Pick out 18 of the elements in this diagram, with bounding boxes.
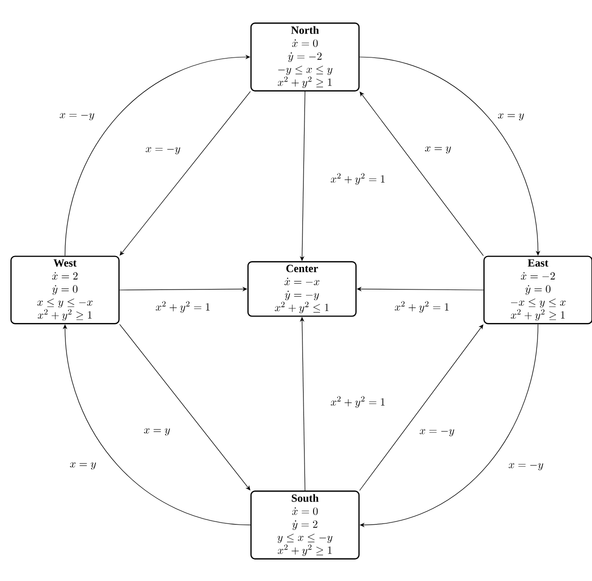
edge-label: $x=-y$ xyxy=(58,110,96,122)
edge-label: $x=y$ xyxy=(68,462,98,470)
edge-label: $x=y$ xyxy=(496,112,526,122)
state-box: North $\dot{x}=0$ $\dot{y}=-2$ $-y\le x\le y$ $x^2+y^2\ge 1$ xyxy=(250,22,360,92)
edge-label: $x=-y$ xyxy=(418,426,456,438)
state-box: South $\dot{x}=0$ $\dot{y}=2$ $y\le x\le -y$ $x^2+y^2\ge 1$ xyxy=(250,490,360,560)
state-box: Center $\dot{x}=-x$ $\dot{y}=-y$ $x^2+y^2\le 1$ xyxy=(247,261,357,317)
edge-label: $x^2+y^2=1$ xyxy=(154,300,212,314)
state-box: West $\dot{x}=2$ $\dot{y}=0$ $x\le y\le -x$ $x^2+y^2\ge 1$ xyxy=(10,256,120,324)
edge-label: $x^2+y^2=1$ xyxy=(394,300,450,314)
edge-label: $x=-y$ xyxy=(507,460,545,472)
state-box: East $\dot{x}=-2$ $\dot{y}=0$ $-x\le y\le x$ $x^2+y^2\ge 1$ xyxy=(483,256,592,324)
edge-label: $x=y$ xyxy=(142,428,172,436)
edge-label: $x=y$ xyxy=(424,146,452,154)
arrow xyxy=(119,324,250,490)
edge-label: $x^2+y^2=1$ xyxy=(330,395,386,409)
edge-label: $x=-y$ xyxy=(144,144,182,156)
edge-label: $x^2+y^2=1$ xyxy=(330,172,386,186)
